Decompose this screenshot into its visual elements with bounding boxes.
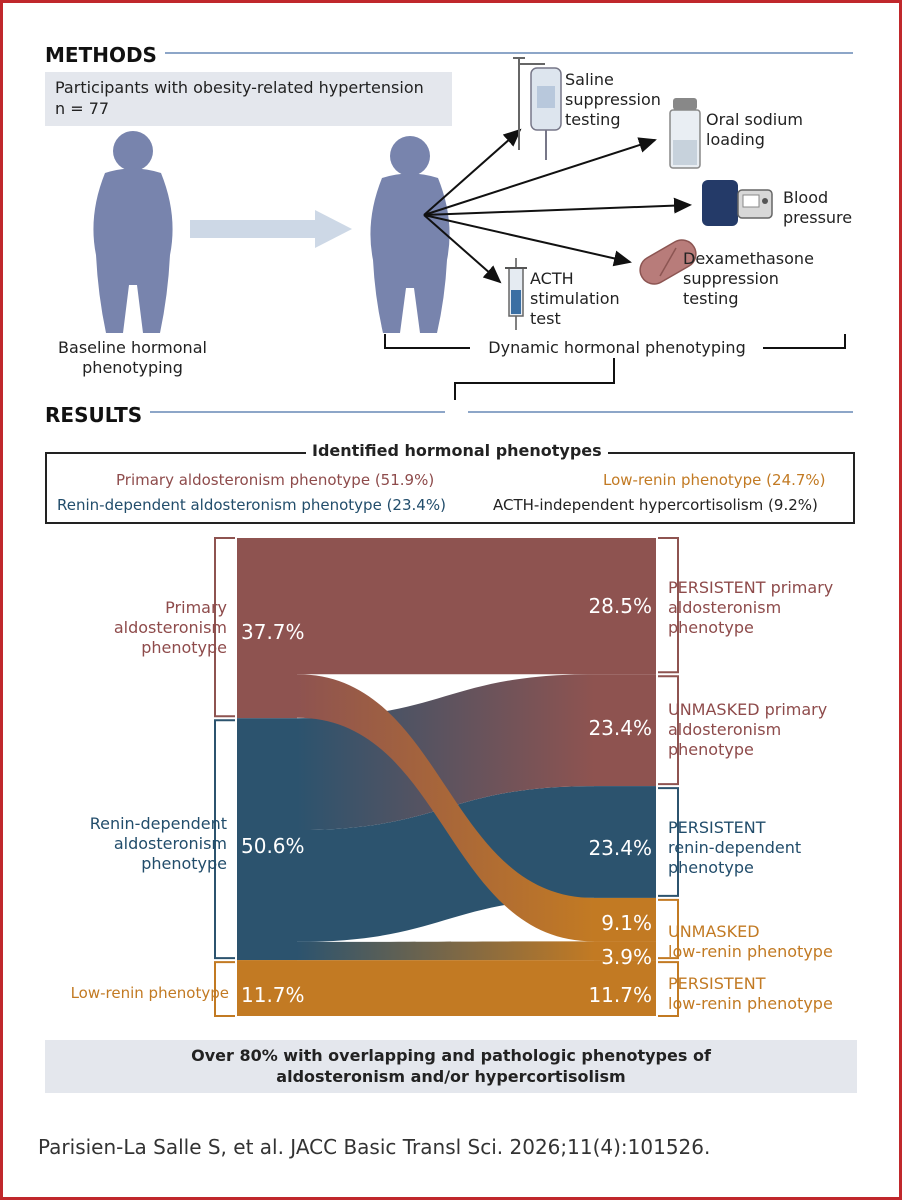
right-node-persistent-primary [594, 538, 656, 675]
left-node-renin [237, 718, 297, 961]
right-node-unmasked-primary [594, 674, 656, 787]
phenotype-renin-dependent: Renin-dependent aldosteronism phenotype … [57, 496, 446, 514]
results-divider-right [468, 411, 853, 413]
flow-primary-low-renin [297, 674, 594, 942]
saline-bag-icon [513, 57, 562, 160]
dynamic-person-icon [370, 136, 450, 333]
participants-box: Participants with obesity-related hypert… [45, 72, 452, 126]
participants-count: n = 77 [55, 99, 110, 118]
pct-right-unmasked-primary-to-low: 9.1% [601, 911, 652, 935]
bracket-left-renin [214, 719, 235, 960]
bracket-right-persistent-renin [658, 787, 679, 897]
baseline-person-icon [93, 131, 173, 333]
bracket-left-low-renin [214, 961, 235, 1017]
results-divider-left [150, 411, 445, 413]
left-node-low-renin [237, 960, 297, 1016]
salt-shaker-icon [669, 98, 701, 169]
left-label-primary: Primary aldosteronism phenotype [113, 598, 227, 657]
summary-box: Over 80% with overlapping and pathologic… [45, 1040, 857, 1093]
right-node-unmasked-low-b [594, 941, 656, 961]
flow-renin-persistent [297, 786, 594, 942]
dynamic-label: Dynamic hormonal phenotyping [488, 338, 746, 357]
pct-right-persistent-renin: 23.4% [588, 836, 652, 860]
right-label-unmasked-primary: UNMASKED primary aldosteronism phenotype [668, 700, 828, 759]
bracket-right-persistent-low-renin [658, 961, 679, 1017]
right-node-persistent-low-renin [594, 960, 656, 1016]
right-label-unmasked-low-renin: UNMASKED low-renin phenotype [668, 922, 833, 961]
pct-right-persistent-low-renin: 11.7% [588, 983, 652, 1007]
phenotype-primary: Primary aldosteronism phenotype (51.9%) [116, 471, 435, 489]
flow-low-renin-persistent [297, 960, 594, 1016]
pct-right-unmasked-primary: 23.4% [588, 716, 652, 740]
pct-right-persistent-primary: 28.5% [588, 594, 652, 618]
dexamethasone-label: Dexamethasone suppression testing [683, 249, 814, 308]
pill-icon [639, 239, 697, 285]
pct-left-primary: 37.7% [241, 620, 305, 644]
pct-right-unmasked-renin-to-low: 3.9% [601, 945, 652, 969]
oral-sodium-label: Oral sodium loading [706, 110, 803, 149]
dynamic-bracket [384, 334, 846, 400]
pct-left-renin: 50.6% [241, 834, 305, 858]
participants-description: Participants with obesity-related hypert… [55, 78, 424, 97]
right-label-persistent-primary: PERSISTENT primary aldosteronism phenoty… [668, 578, 834, 637]
bracket-left-primary [214, 537, 235, 718]
left-node-primary [237, 538, 297, 719]
left-label-low-renin: Low-renin phenotype [70, 984, 229, 1002]
saline-test-label: Saline suppression testing [565, 70, 661, 129]
acth-label: ACTH stimulation test [530, 269, 620, 328]
methods-title: METHODS [45, 43, 157, 67]
phenotypes-title: Identified hormonal phenotypes [306, 441, 608, 460]
phenotype-acth-independent: ACTH-independent hypercortisolism (9.2%) [493, 496, 818, 514]
phenotype-low-renin: Low-renin phenotype (24.7%) [603, 471, 826, 489]
sankey-chart [214, 537, 679, 1017]
methods-divider [165, 52, 853, 54]
blood-pressure-label: Blood pressure [783, 188, 853, 227]
flow-primary-persistent [297, 538, 594, 675]
left-label-renin: Renin-dependent aldosteronism phenotype [89, 814, 227, 873]
test-arrows [423, 128, 692, 284]
baseline-label: Baseline hormonal phenotyping [58, 338, 207, 377]
bracket-right-unmasked-low-renin [658, 898, 679, 960]
right-node-persistent-renin [594, 786, 656, 898]
bracket-right-persistent-primary [658, 537, 679, 674]
flow-renin-low-renin [297, 941, 594, 961]
progression-arrow-icon [190, 210, 352, 248]
methods-illustration [93, 57, 846, 400]
blood-pressure-monitor-icon [702, 180, 773, 226]
citation: Parisien-La Salle S, et al. JACC Basic T… [38, 1135, 711, 1159]
flow-renin-unmasked-primary [297, 674, 594, 831]
bracket-right-unmasked-primary [658, 675, 679, 786]
results-title: RESULTS [45, 403, 143, 427]
right-label-persistent-renin: PERSISTENT renin-dependent phenotype [668, 818, 802, 877]
right-node-unmasked-low-a [594, 897, 656, 942]
pct-left-low-renin: 11.7% [241, 983, 305, 1007]
right-label-persistent-low-renin: PERSISTENT low-renin phenotype [668, 974, 833, 1013]
syringe-icon [505, 258, 527, 330]
